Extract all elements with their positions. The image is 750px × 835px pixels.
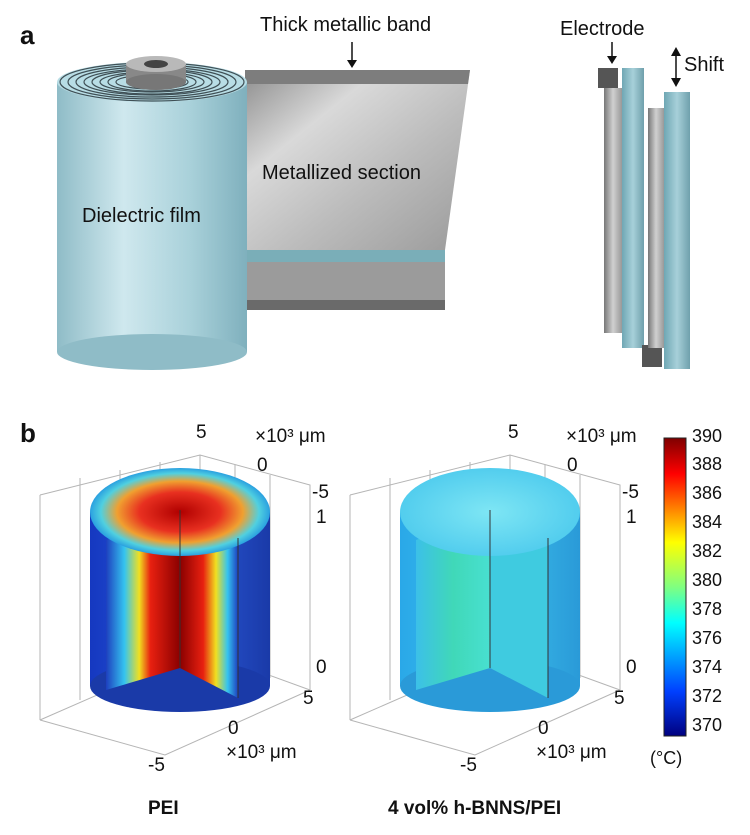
bnns-tick-y-mid: 0 (567, 455, 578, 476)
pei-unit-top: ×10³ μm (255, 426, 326, 447)
pei-unit-bottom: ×10³ μm (226, 742, 297, 763)
colorbar-tick: 382 (692, 541, 723, 561)
colorbar-tick: 380 (692, 570, 723, 590)
pei-cut-face-right (180, 510, 238, 698)
pei-tick-z-top: 1 (316, 507, 327, 528)
panel-b-letter: b (20, 418, 36, 448)
colorbar-tick: 372 (692, 686, 723, 706)
bnns-tick-x-neg: -5 (460, 755, 477, 776)
pei-tick-x-neg: -5 (148, 755, 165, 776)
bnns-tick-x-pos: 5 (614, 688, 625, 709)
bnns-tick-y-top: 5 (508, 422, 519, 443)
sheet-lower-strip (245, 250, 445, 262)
pei-tick-x-pos: 5 (303, 688, 314, 709)
pei-tick-y-neg: -5 (312, 482, 329, 503)
panel-a-letter: a (20, 20, 35, 50)
bnns-unit-bottom: ×10³ μm (536, 742, 607, 763)
pei-tick-z-bot: 0 (316, 657, 327, 678)
bnns-cylinder (400, 468, 580, 712)
electrode-schematic (598, 68, 690, 369)
bnns-cut-face-right (490, 510, 548, 698)
colorbar-tick: 386 (692, 483, 723, 503)
colorbar (663, 437, 687, 737)
colorbar-tick: 370 (692, 715, 723, 735)
metallized-section-label: Metallized section (262, 162, 421, 184)
metallized-sheet (245, 70, 470, 250)
bnns-unit-top: ×10³ μm (566, 426, 637, 447)
thick-metallic-band (245, 70, 470, 84)
pei-cylinder (90, 468, 270, 712)
electrode-label: Electrode (560, 18, 645, 40)
dielectric-roll-bottom (57, 334, 247, 370)
thick-metallic-band-label: Thick metallic band (260, 14, 432, 36)
colorbar-tick: 374 (692, 657, 723, 677)
bnns-tick-x-mid: 0 (538, 718, 549, 739)
colorbar-tick: 384 (692, 512, 723, 532)
pei-tick-y-mid: 0 (257, 455, 268, 476)
bnns-tick-z-top: 1 (626, 507, 637, 528)
colorbar-tick: 390 (692, 426, 723, 446)
shift-label: Shift (684, 54, 725, 76)
dielectric-film-label: Dielectric film (82, 205, 201, 227)
pei-tick-y-top: 5 (196, 422, 207, 443)
colorbar-unit: (°C) (650, 748, 683, 768)
colorbar-tick: 388 (692, 454, 723, 474)
bnns-caption: 4 vol% h-BNNS/PEI (388, 798, 562, 819)
colorbar-tick: 376 (692, 628, 723, 648)
pei-caption: PEI (148, 798, 179, 819)
pei-tick-x-mid: 0 (228, 718, 239, 739)
bnns-tick-y-neg: -5 (622, 482, 639, 503)
colorbar-tick: 378 (692, 599, 723, 619)
bnns-tick-z-bot: 0 (626, 657, 637, 678)
dielectric-roll-body (57, 82, 247, 352)
